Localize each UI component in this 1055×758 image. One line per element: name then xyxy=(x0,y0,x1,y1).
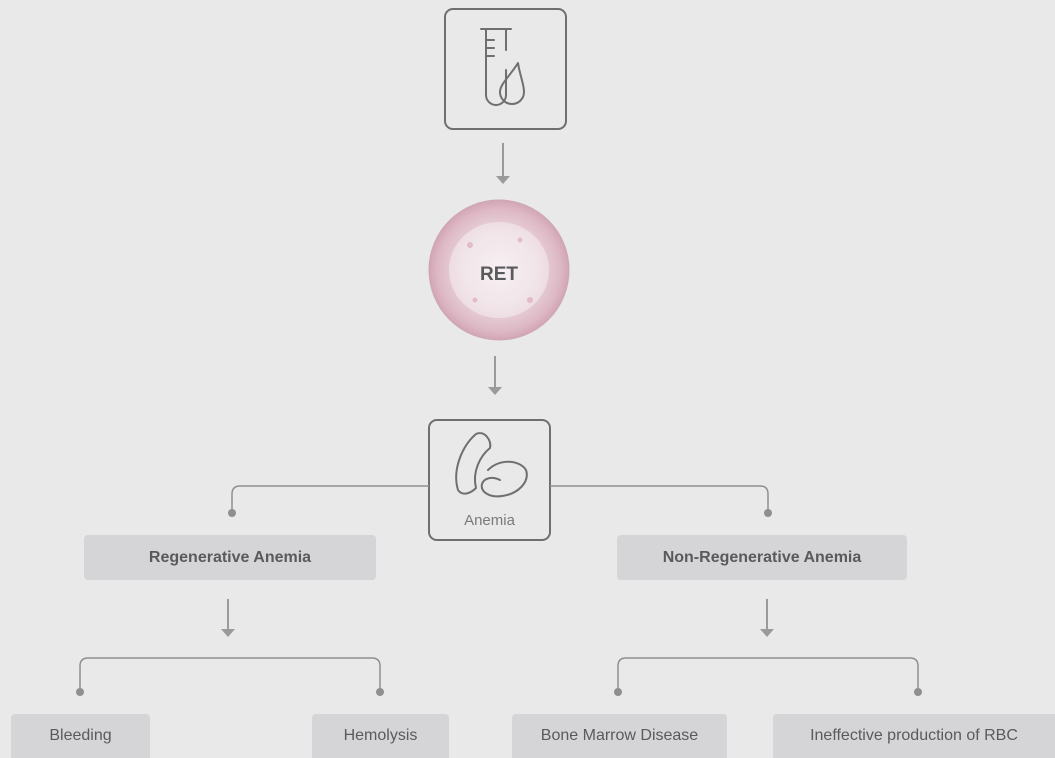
test-tube-box xyxy=(444,8,567,130)
bracket-dot-hemolysis xyxy=(376,688,384,696)
ret-label: RET xyxy=(480,264,518,285)
non-regenerative-bracket xyxy=(617,657,919,690)
hemolysis-box: Hemolysis xyxy=(312,714,449,758)
non-regenerative-anemia-box: Non-Regenerative Anemia xyxy=(617,535,907,580)
regenerative-anemia-label: Regenerative Anemia xyxy=(148,548,312,566)
bracket-dot-bone-marrow xyxy=(614,688,622,696)
ineffective-production-box: Ineffective production of RBC xyxy=(773,714,1055,758)
branch-right-line xyxy=(550,485,769,512)
ineffective-production-label: Ineffective production of RBC xyxy=(810,727,1018,744)
anemia-box xyxy=(428,419,551,541)
arrow-2-head xyxy=(488,387,502,395)
red-blood-cells-icon xyxy=(455,432,528,498)
arrow-1-head xyxy=(496,176,510,184)
bleeding-box: Bleeding xyxy=(11,714,150,758)
branch-left-dot xyxy=(228,509,236,517)
anemia-label: Anemia xyxy=(464,512,515,529)
regenerative-bracket xyxy=(79,657,381,690)
arrow-regenerative-head xyxy=(221,629,235,637)
bleeding-label: Bleeding xyxy=(49,727,112,744)
arrow-non-regenerative-head xyxy=(760,629,774,637)
hemolysis-label: Hemolysis xyxy=(343,727,418,744)
non-regenerative-anemia-label: Non-Regenerative Anemia xyxy=(662,548,862,566)
bone-marrow-disease-box: Bone Marrow Disease xyxy=(512,714,727,758)
test-tube-blood-drop-icon xyxy=(480,28,525,106)
regenerative-anemia-box: Regenerative Anemia xyxy=(84,535,376,580)
ret-circle xyxy=(428,199,570,341)
bracket-dot-ineffective xyxy=(914,688,922,696)
bracket-dot-bleeding xyxy=(76,688,84,696)
branch-left-line xyxy=(231,485,429,512)
branch-right-dot xyxy=(764,509,772,517)
bone-marrow-disease-label: Bone Marrow Disease xyxy=(540,727,699,744)
